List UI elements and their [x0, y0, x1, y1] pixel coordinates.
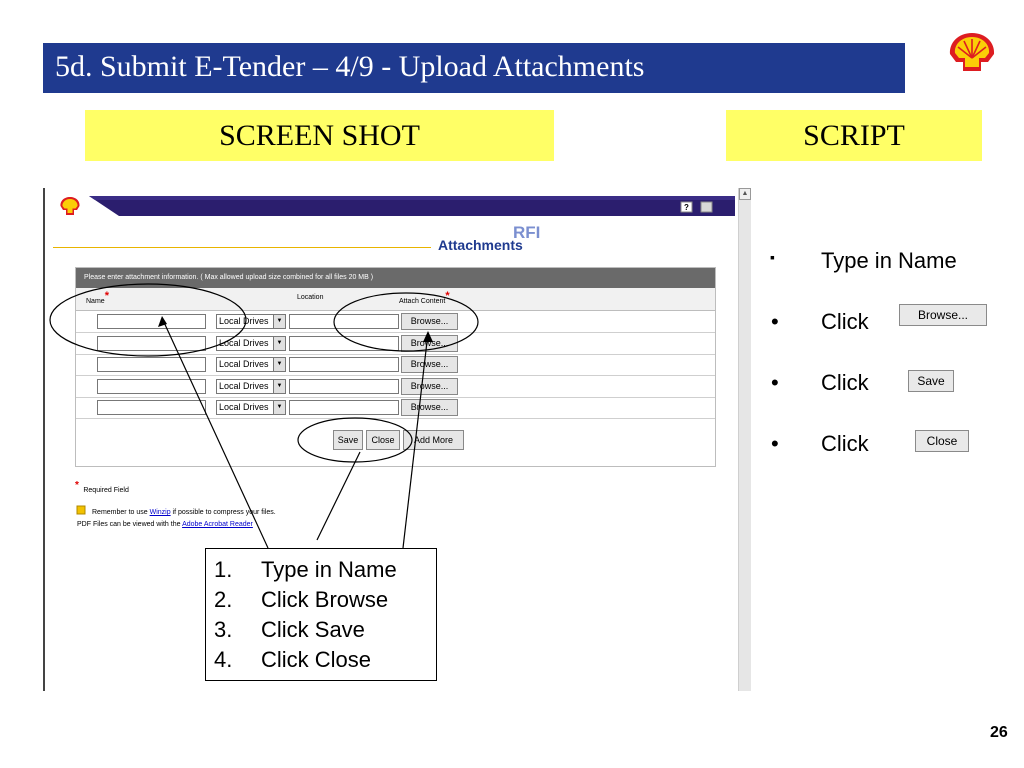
- step-item: 4.Click Close: [214, 647, 372, 672]
- script-item-click-close: Click: [821, 431, 869, 456]
- tip-icon: [76, 505, 86, 515]
- script-item-click-save: Click: [821, 370, 869, 395]
- table-row: Local Drives▼Browse...: [76, 333, 715, 355]
- bullet-dot: •: [771, 370, 779, 395]
- title-bar: [43, 43, 905, 93]
- pdf-note: PDF Files can be viewed with the Adobe A…: [77, 521, 253, 528]
- scroll-up-icon[interactable]: ▲: [739, 188, 751, 200]
- chevron-down-icon[interactable]: ▼: [273, 336, 285, 350]
- location-input[interactable]: [289, 314, 399, 329]
- arrow-to-save: [316, 451, 361, 541]
- bullet-dot: •: [771, 309, 779, 334]
- attachment-name-input[interactable]: [97, 314, 206, 329]
- table-row: Local Drives▼ Browse...: [76, 397, 715, 420]
- step-item: 1.Type in Name: [214, 557, 397, 582]
- script-item-type-name: Type in Name: [821, 248, 957, 273]
- chevron-down-icon[interactable]: ▼: [273, 379, 285, 393]
- name-column-highlight: [49, 283, 247, 357]
- shell-small-logo-icon: [60, 197, 80, 215]
- script-label: SCRIPT: [726, 110, 982, 161]
- script-close-button[interactable]: Close: [915, 430, 969, 452]
- save-close-highlight: [297, 417, 413, 463]
- step-item: 2.Click Browse: [214, 587, 389, 612]
- shell-logo-icon: [949, 33, 995, 71]
- source-select[interactable]: Local Drives▼: [216, 335, 286, 351]
- table-row: Local Drives▼ Browse...: [76, 354, 715, 377]
- svg-text:?: ?: [684, 203, 689, 212]
- attachment-name-input[interactable]: [97, 378, 206, 394]
- steps-callout: 1.Type in Name 2.Click Browse 3.Click Sa…: [205, 548, 437, 681]
- rfi-watermark: RFI: [513, 223, 541, 242]
- browse-button[interactable]: Browse...: [401, 377, 458, 395]
- chevron-down-icon[interactable]: ▼: [273, 401, 285, 415]
- winzip-note: Remember to use Winzip if possible to co…: [92, 509, 276, 516]
- step-item: 3.Click Save: [214, 617, 365, 642]
- column-location: Location: [297, 294, 324, 301]
- script-browse-button[interactable]: Browse...: [899, 304, 987, 326]
- bullet-square: ▪: [770, 249, 775, 265]
- slide-title: 5d. Submit E-Tender – 4/9 - Upload Attac…: [55, 50, 645, 83]
- winzip-link[interactable]: Winzip: [149, 509, 171, 516]
- browse-highlight: [333, 292, 479, 352]
- script-item-click-browse: Click: [821, 309, 869, 334]
- chevron-down-icon[interactable]: ▼: [273, 315, 285, 328]
- form-info-text: Please enter attachment information. ( M…: [76, 268, 715, 288]
- add-more-button[interactable]: Add More: [403, 430, 464, 450]
- close-button[interactable]: Close: [366, 430, 400, 450]
- location-input[interactable]: [289, 335, 399, 351]
- browse-button[interactable]: Browse...: [401, 356, 458, 374]
- chevron-down-icon[interactable]: ▼: [273, 358, 285, 372]
- scrollbar[interactable]: ▲: [738, 188, 751, 691]
- attachment-name-input[interactable]: [97, 357, 206, 373]
- bullet-dot: •: [771, 431, 779, 456]
- source-select[interactable]: Local Drives▼: [216, 357, 286, 373]
- arrow-to-name: [161, 317, 269, 549]
- acrobat-reader-link[interactable]: Adobe Acrobat Reader: [182, 521, 253, 528]
- location-input[interactable]: [289, 400, 399, 416]
- script-save-button[interactable]: Save: [908, 370, 954, 392]
- table-row: Local Drives▼ Browse...: [76, 376, 715, 398]
- screen-shot-label: SCREEN SHOT: [85, 110, 554, 161]
- location-input[interactable]: [289, 378, 399, 394]
- source-select[interactable]: Local Drives▼: [216, 400, 286, 416]
- attachment-name-input[interactable]: [97, 335, 206, 351]
- location-input[interactable]: [289, 357, 399, 373]
- save-button[interactable]: Save: [333, 430, 363, 450]
- form-header: Name* Location Attach Content*: [76, 288, 715, 311]
- source-select[interactable]: Local Drives▼: [216, 378, 286, 394]
- required-note: * Required Field: [75, 480, 129, 494]
- attachment-name-input[interactable]: [97, 400, 206, 416]
- arrow-to-browse: [402, 332, 429, 549]
- heading-rule: [53, 247, 431, 248]
- browse-button[interactable]: Browse...: [401, 399, 458, 417]
- page-number: 26: [990, 724, 1008, 741]
- column-name: Name*: [86, 290, 109, 305]
- browse-button[interactable]: Browse...: [401, 313, 458, 330]
- attachment-form: Please enter attachment information. ( M…: [75, 267, 716, 467]
- app-header-bar: ?: [89, 196, 735, 216]
- table-row: Local Drives▼ Browse...: [76, 311, 715, 333]
- attachments-heading: Attachments: [438, 237, 523, 253]
- source-select[interactable]: Local Drives▼: [216, 314, 286, 329]
- column-attach-content: Attach Content*: [399, 290, 450, 305]
